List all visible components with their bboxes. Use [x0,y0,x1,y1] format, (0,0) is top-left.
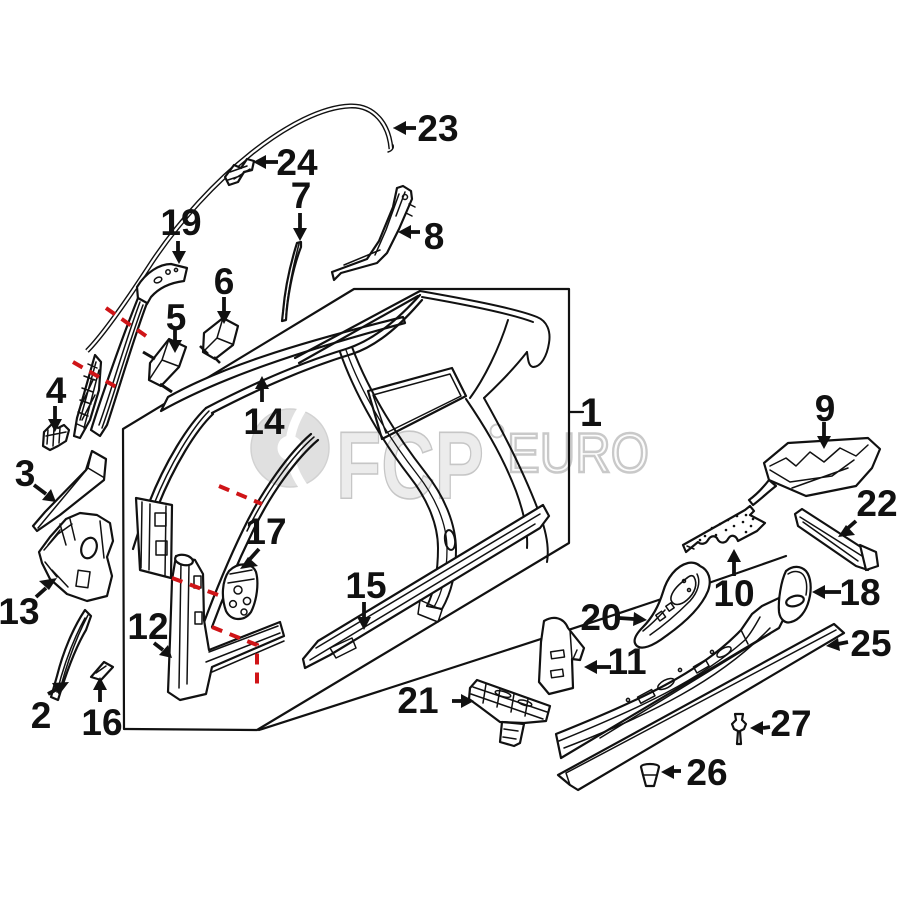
svg-text:24: 24 [276,142,318,183]
svg-text:26: 26 [686,752,727,793]
svg-text:23: 23 [417,108,458,149]
svg-text:19: 19 [160,202,201,243]
svg-text:3: 3 [15,453,36,494]
svg-text:25: 25 [850,623,891,664]
svg-text:21: 21 [397,680,438,721]
svg-text:2: 2 [31,695,52,736]
svg-text:5: 5 [166,297,187,338]
svg-text:4: 4 [46,370,67,411]
svg-text:27: 27 [770,703,811,744]
svg-text:20: 20 [580,597,621,638]
svg-text:14: 14 [243,401,285,442]
svg-text:9: 9 [815,388,836,429]
svg-text:18: 18 [839,572,880,613]
svg-text:10: 10 [713,573,754,614]
svg-text:22: 22 [856,483,897,524]
svg-text:EURO: EURO [507,421,649,484]
svg-text:15: 15 [345,565,386,606]
svg-text:13: 13 [0,591,40,632]
svg-text:7: 7 [291,175,312,216]
svg-text:12: 12 [127,606,168,647]
svg-text:11: 11 [607,641,646,682]
svg-text:17: 17 [245,511,286,552]
svg-text:1: 1 [580,391,602,435]
svg-text:6: 6 [214,261,235,302]
svg-text:8: 8 [424,216,445,257]
svg-text:FCP: FCP [336,412,484,519]
svg-text:16: 16 [81,702,122,743]
